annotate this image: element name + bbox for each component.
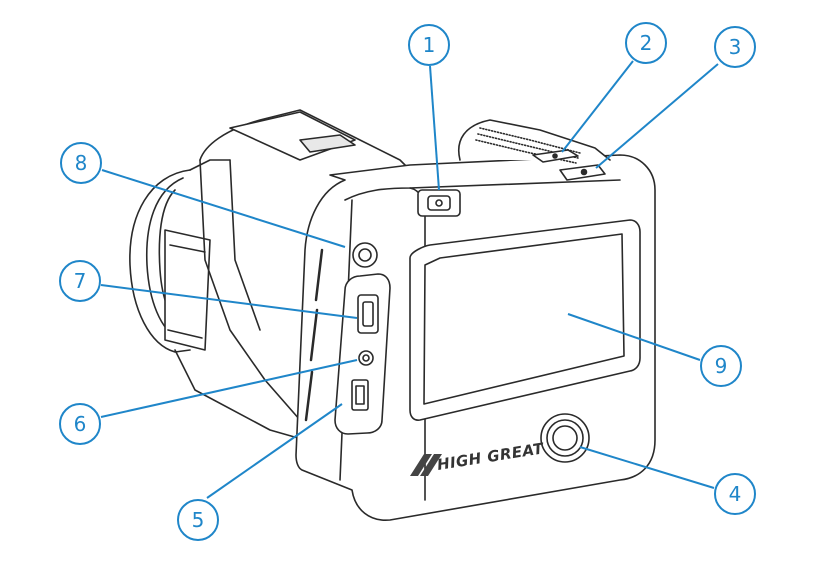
callout-label-1: 1 — [423, 33, 436, 57]
camera-drawing — [129, 109, 656, 521]
leader-line-7 — [100, 284, 358, 319]
callout-label-9: 9 — [715, 354, 728, 378]
callout-circle-8 — [60, 142, 102, 184]
callout-circle-7 — [59, 260, 101, 302]
callout-circle-9 — [700, 345, 742, 387]
callout-label-8: 8 — [75, 151, 88, 175]
usb-port-shape — [351, 379, 369, 411]
leader-line-6 — [100, 359, 358, 418]
top-grip — [458, 119, 611, 164]
callout-circle-6 — [59, 403, 101, 445]
callout-label-3: 3 — [729, 35, 742, 59]
leader-line-8 — [101, 169, 346, 248]
callout-label-4: 4 — [729, 482, 742, 506]
callout-circle-3 — [714, 26, 756, 68]
top-buttons — [417, 149, 606, 217]
callout-circle-1 — [408, 24, 450, 66]
record-button — [540, 413, 590, 463]
side-ports — [304, 242, 391, 435]
audio-jack-shape — [358, 350, 374, 366]
leader-line-2 — [561, 60, 634, 153]
leader-line-1 — [429, 65, 440, 191]
leader-line-5 — [206, 403, 343, 499]
callout-label-5: 5 — [192, 508, 205, 532]
callout-label-7: 7 — [74, 269, 87, 293]
callout-circle-5 — [177, 499, 219, 541]
hdmi-port-shape — [357, 294, 379, 334]
display-screen — [409, 219, 641, 421]
callout-label-6: 6 — [74, 412, 87, 436]
callout-circle-2 — [625, 22, 667, 64]
round-connector-shape — [352, 242, 378, 268]
lens-barrel — [174, 109, 411, 441]
callout-labels: 1 2 3 4 5 6 7 8 9 — [74, 31, 742, 532]
leader-line-9 — [567, 313, 701, 361]
callout-label-2: 2 — [640, 31, 653, 55]
brand-logo-mark — [410, 454, 442, 476]
leader-line-3 — [595, 63, 719, 169]
lens-assembly — [129, 159, 231, 353]
callout-circle-4 — [714, 473, 756, 515]
leader-line-4 — [579, 446, 715, 489]
callouts — [59, 22, 756, 541]
